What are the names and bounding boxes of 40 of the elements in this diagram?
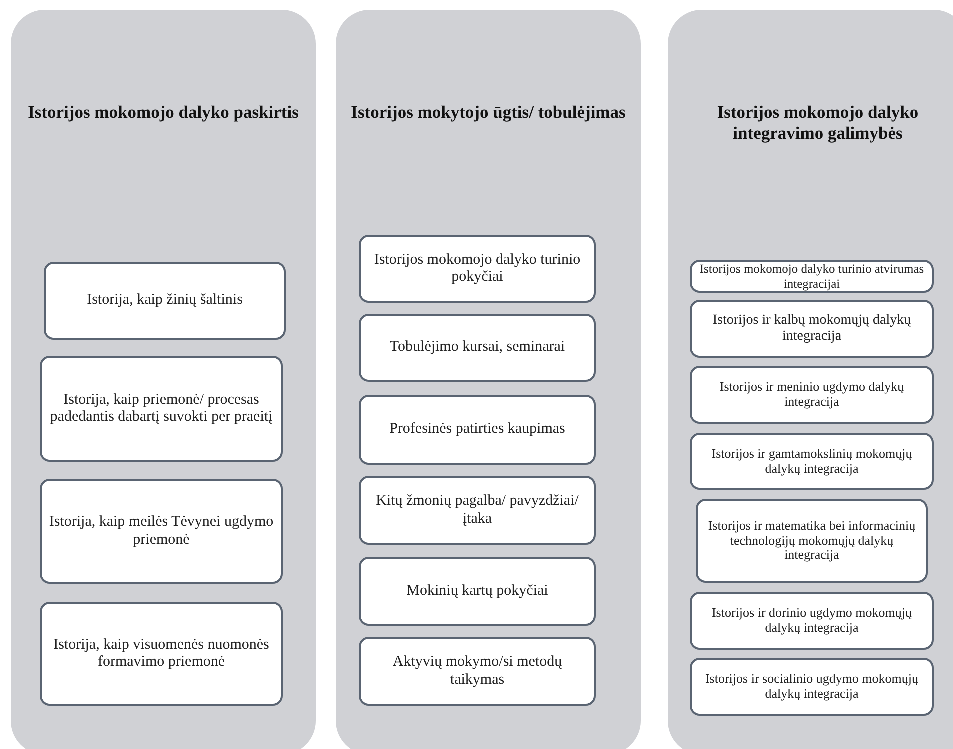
column-heading: Istorijos mokomojo dalyko integravimo galimybės bbox=[716, 102, 920, 144]
item-text: Aktyvių mokymo/si metodų taikymas bbox=[392, 654, 564, 689]
item-box bbox=[696, 499, 928, 583]
item-box bbox=[359, 235, 596, 303]
item-box bbox=[359, 395, 596, 465]
item-text: Istorijos ir meninio ugdymo dalykų integracija bbox=[718, 380, 906, 410]
item-text: Istorija, kaip priemonė/ procesas padedantis dabartį suvokti per praeitį bbox=[49, 392, 274, 426]
column-heading: Istorijos mokomojo dalyko paskirtis bbox=[27, 102, 300, 123]
item-box bbox=[40, 479, 283, 584]
item-text: Profesinės patirties kaupimas bbox=[388, 421, 566, 439]
column-panel bbox=[336, 10, 641, 749]
item-box bbox=[40, 356, 283, 462]
item-text: Istorija, kaip žinių šaltinis bbox=[86, 292, 244, 310]
item-box bbox=[359, 557, 596, 626]
item-text: Istorijos mokomojo dalyko turinio atvirumas integracijai bbox=[698, 262, 926, 291]
item-text: Istorija, kaip meilės Tėvynei ugdymo priemonė bbox=[48, 514, 275, 549]
item-box bbox=[359, 314, 596, 382]
item-box bbox=[359, 476, 596, 545]
item-box bbox=[690, 300, 934, 358]
column-heading: Istorijos mokytojo ūgtis/ tobulėjimas bbox=[350, 102, 627, 123]
item-box bbox=[690, 366, 934, 424]
item-text: Istorijos ir dorinio ugdymo mokomųjų dalykų integracija bbox=[710, 606, 914, 636]
column-panel bbox=[668, 10, 953, 749]
column-panel bbox=[11, 10, 316, 749]
item-box bbox=[44, 262, 286, 340]
item-box bbox=[40, 602, 283, 706]
item-box bbox=[690, 658, 934, 716]
item-text: Istorijos ir socialinio ugdymo mokomųjų dalykų integracija bbox=[704, 672, 920, 702]
item-text: Istorija, kaip visuomenės nuomonės formavimo priemonė bbox=[52, 636, 270, 672]
item-text: Istorijos ir gamtamokslinių mokomųjų dalykų integracija bbox=[710, 446, 914, 476]
item-text: Istorijos mokomojo dalyko turinio pokyčiai bbox=[373, 252, 582, 286]
item-text: Istorijos ir matematika bei informacinių technologijų mokomųjų dalykų integracija bbox=[707, 518, 917, 564]
item-box bbox=[359, 637, 596, 706]
item-text: Istorijos ir kalbų mokomųjų dalykų integracija bbox=[712, 312, 912, 346]
item-text: Tobulėjimo kursai, seminarai bbox=[388, 339, 566, 357]
item-box bbox=[690, 260, 934, 293]
item-text: Mokinių kartų pokyčiai bbox=[406, 582, 550, 600]
item-box bbox=[690, 592, 934, 650]
item-text: Kitų žmonių pagalba/ pavyzdžiai/ įtaka bbox=[375, 493, 580, 528]
item-box bbox=[690, 433, 934, 490]
